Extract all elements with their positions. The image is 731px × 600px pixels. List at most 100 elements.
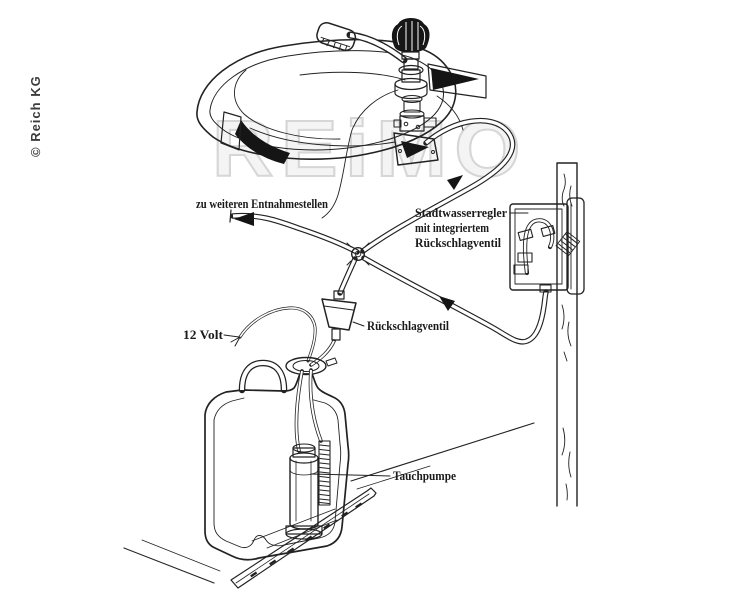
sink-basin-curve3 [249,127,396,147]
regulator-fitting4 [513,264,529,275]
pump-cable-tube-core [309,369,322,442]
valve-body [321,298,357,331]
supply-hose-to-tap [360,117,516,254]
canister-opening-ring [285,356,327,376]
flow-arrow-from-regulator [439,296,455,311]
label-check-valve: Rückschlagventil [367,319,449,333]
fitting-nut [354,250,362,258]
sink-basin-curve [234,69,341,140]
rail-slot [341,511,349,518]
rail-slot [355,502,363,509]
canister-outline [204,373,350,561]
post-edges [556,162,578,507]
label-city-water-line1: Stadtwasserregler [415,206,507,220]
valve-band [323,305,354,311]
canister-handle-core [240,360,286,391]
labels: zu weiteren Entnahmestellen Stadtwasserr… [183,197,529,483]
fitting-ellipse1 [401,94,423,104]
floor-edge-left2 [141,539,221,572]
sink-basin-curve4 [436,95,464,131]
regulator-bottom-port [539,284,552,293]
valve-side-port [423,117,437,128]
submersible-pump-assembly [285,368,331,540]
connector-threads [558,234,578,254]
canister-inner-contour [213,398,342,549]
flow-arrow-to-tap [447,175,463,190]
cable-core [239,307,316,362]
label-city-water-line3: Rückschlagventil [415,236,501,250]
pipe-core [338,258,357,294]
rail-slot [305,535,313,542]
pipe-to-further-outlets [229,209,360,255]
connector-body [555,231,581,257]
floor-edge-left [123,547,215,584]
label-further-outlets: zu weiteren Entnahmestellen [196,197,328,211]
floor-edge-right2 [356,465,431,490]
city-water-regulator [509,197,585,295]
pump-cap [292,447,316,458]
valve-side-nub [393,119,402,128]
tap-knob-highlights [396,21,426,51]
cable-fork [230,336,241,347]
rail-inner-edge [235,493,370,584]
spout-core [349,32,406,62]
counter-corner [427,63,487,99]
wood-grain [561,173,573,501]
cross-branch-fitting [346,242,370,266]
regulator-hose-core [523,219,554,274]
flow-arrow-left [234,212,254,226]
pump-body-shading [289,460,319,522]
leader-check-valve [352,321,365,327]
valve-stem [331,328,341,341]
microswitch-cable [321,89,399,219]
sink-inner-rim [209,50,444,151]
sink-front-flap [220,111,242,151]
shower-head-body [316,21,357,52]
twelve-volt-cable [230,306,317,363]
rail-slots [250,502,363,578]
wall-post [556,162,578,507]
regulator-fitting1 [517,228,534,241]
sink-front-shadow [235,120,290,164]
rail-body [230,487,377,589]
pump-strainer-base [285,525,323,535]
pump-cap-top [292,443,316,453]
rail-slot [269,559,277,566]
shower-head-face [320,36,351,52]
screw1 [398,149,402,153]
bolt1 [403,121,409,127]
pump-strainer-bottom [285,528,323,540]
opening-tab [325,357,338,367]
pipe-to-check-valve [337,256,358,296]
floor-mounting-rail [123,422,535,589]
rail-slot [323,523,331,530]
microswitch-box [393,132,439,166]
valve-hose-core [310,340,335,366]
sink-basin [196,38,464,164]
tap-microswitch-assembly [321,89,439,219]
tap-collar [398,64,424,76]
sink-outer-outline [196,38,457,160]
mixer-tap [316,18,430,100]
fitting-ticks [346,242,370,266]
tap-base-cylinder [401,69,421,83]
bolt2 [415,124,421,130]
pump-body-top [289,452,319,464]
hose-to-city-water-regulator [361,255,549,345]
tap-base-sides [394,83,428,100]
rail-slot [250,571,258,578]
regulator-fitting3 [517,252,533,263]
label-12-volt: 12 Volt [183,328,224,342]
hose-core [362,119,515,253]
water-canister [204,356,350,561]
hose-core [363,256,548,344]
cable-outline [238,306,317,363]
pump-body [289,457,319,530]
copyright-credit: © Reich KG [28,75,43,157]
fitting-ellipse2 [399,109,425,119]
counter-face [427,63,487,99]
pump-cable-conduit [318,440,331,506]
leader-12-volt [223,334,240,338]
